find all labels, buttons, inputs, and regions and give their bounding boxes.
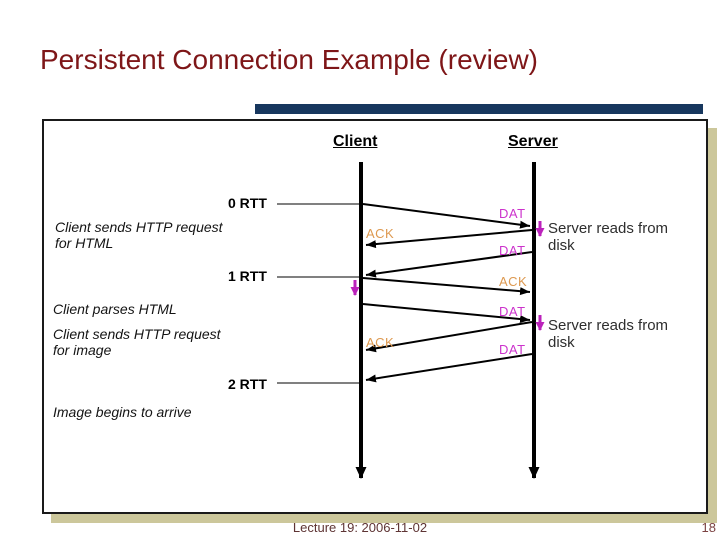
client-note-html-request-line-2: for HTML [55,235,114,251]
packet-label-dat-1: DAT [499,206,526,221]
packet-label-ack-3: ACK [366,335,395,350]
rtt-marker-1: 1 RTT [228,268,267,284]
packet-label-ack-1: ACK [366,226,395,241]
server-note-1-line-2: disk [548,237,575,254]
client-note-image-arrives: Image begins to arrive [53,404,192,420]
server-endpoint-label: Server [508,133,558,150]
client-note-parse-html: Client parses HTML [53,301,177,317]
server-note-2-line-1: Server reads from [548,317,669,334]
footer-lecture-label: Lecture 19: 2006-11-02 [292,520,428,535]
packet-label-ack-2: ACK [499,274,528,289]
packet-label-dat-4: DAT [499,342,526,357]
client-note-image-request-line-2: for image [53,342,112,358]
client-endpoint-label: Client [333,133,378,150]
slide-title: Persistent Connection Example (review) [40,44,538,75]
title-accent-bar [255,104,703,114]
client-note-html-request-line-1: Client sends HTTP request [55,219,223,235]
rtt-marker-0: 0 RTT [228,195,267,211]
packet-label-dat-2: DAT [499,243,526,258]
client-note-image-request-line-1: Client sends HTTP request [53,326,221,342]
server-note-1-line-1: Server reads from [548,220,669,237]
footer-page-number: 18 [701,520,716,535]
rtt-marker-2: 2 RTT [228,376,267,392]
server-note-2-line-2: disk [548,334,575,351]
packet-label-dat-3: DAT [499,304,526,319]
